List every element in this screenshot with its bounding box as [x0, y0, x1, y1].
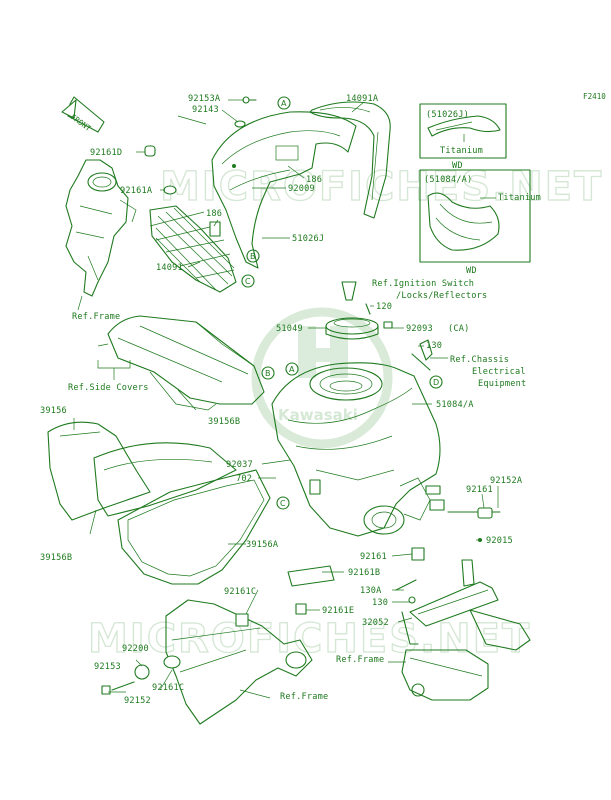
filler-cap-51049: [325, 281, 433, 371]
ref-frame-right: Ref.Frame: [336, 655, 384, 665]
part-14091: 14091: [156, 263, 183, 273]
part-92037: 92037: [226, 460, 253, 470]
part-labels: 92153A 92143 14091A 92161D 186 92161A 92…: [40, 94, 523, 706]
part-92152A: 92152A: [490, 476, 523, 486]
cover-39156: [47, 421, 151, 521]
ref-ignition-2: /Locks/Reflectors: [396, 291, 487, 301]
part-92153: 92153: [94, 662, 121, 672]
marker-c-top: C: [245, 277, 251, 286]
ref-ignition-1: Ref.Ignition Switch: [372, 279, 474, 289]
front-arrow: FRONT: [61, 96, 105, 133]
marker-b-top: B: [250, 252, 256, 261]
marker-a-top: A: [281, 99, 287, 108]
inset-mid-region: WD: [452, 161, 463, 171]
part-39156: 39156: [40, 406, 67, 416]
part-32052: 32052: [362, 618, 389, 628]
part-51084A: 51084/A: [436, 400, 474, 410]
part-39156B-top: 39156B: [208, 417, 240, 427]
ref-frame-left: Ref.Frame: [72, 312, 120, 322]
part-92161A: 92161A: [120, 186, 153, 196]
marker-a-mid: A: [289, 365, 295, 374]
part-51049: 51049: [276, 324, 303, 334]
inset-top-part: (51026J): [426, 110, 469, 120]
part-92161E: 92161E: [322, 606, 354, 616]
part-92161B: 92161B: [348, 568, 380, 578]
diagram-id: F2410: [583, 92, 606, 101]
inset-mid-footer: WD: [466, 266, 477, 276]
inset-mid-material: Titanium: [498, 193, 541, 203]
inset-top-material: Titanium: [440, 146, 483, 156]
part-92153A: 92153A: [188, 94, 221, 104]
inset-mid-part: (51084/A): [424, 175, 472, 185]
part-39156B-bottom: 39156B: [40, 553, 72, 563]
ref-chassis-3: Equipment: [478, 379, 526, 389]
part-92161-right: 92161: [466, 485, 493, 495]
part-14091A: 14091A: [346, 94, 379, 104]
inset-titanium-cover: (51026J) Titanium: [419, 103, 507, 159]
frame-left-drawing: Ref.Frame: [65, 159, 137, 322]
watermark-layer: MICROFICHES.NET MICROFICHES.NET Kawasaki: [87, 163, 603, 662]
reference-labels: Ref.Ignition Switch /Locks/Reflectors Re…: [372, 279, 526, 389]
watermark-top: MICROFICHES.NET: [160, 164, 603, 210]
side-cover-left: Ref.Side Covers: [68, 315, 265, 411]
part-120: 120: [376, 302, 392, 312]
part-92009: 92009: [288, 184, 315, 194]
part-92161D: 92161D: [90, 148, 122, 158]
logo-text: Kawasaki: [278, 406, 358, 424]
part-130A: 130A: [360, 586, 382, 596]
bushings-lower: [101, 565, 335, 695]
bracket-32052: Ref.Frame: [336, 559, 531, 701]
part-92143: 92143: [192, 105, 219, 115]
inset-wd-tank: WD (51084/A) Titanium WD: [419, 161, 541, 276]
cover-39156B: [93, 442, 237, 517]
cover-39156A: [117, 469, 271, 585]
leader-lines: [73, 99, 499, 699]
part-92161C-top: 92161C: [224, 587, 256, 597]
part-92161-mid: 92161: [360, 552, 387, 562]
part-186-mid: 186: [206, 209, 222, 219]
ref-side-covers: Ref.Side Covers: [68, 383, 149, 393]
part-130-bottom: 130: [372, 598, 388, 608]
marker-b-mid: B: [265, 369, 271, 378]
part-92200: 92200: [122, 644, 149, 654]
part-186-top: 186: [306, 175, 322, 185]
part-92161C-bottom: 92161C: [152, 683, 184, 693]
part-702: 702: [236, 474, 252, 484]
top-cover-51026J: [211, 111, 357, 269]
fasteners-top: [144, 96, 257, 195]
kawasaki-logo-watermark: Kawasaki: [251, 307, 393, 449]
trim-14091A: [309, 101, 391, 219]
marker-d: D: [433, 378, 439, 387]
fuel-tank-51084A: [271, 362, 445, 537]
part-92152: 92152: [124, 696, 151, 706]
part-130-top: 130: [426, 341, 442, 351]
marker-c-bottom: C: [280, 499, 286, 508]
ref-frame-bottom: Ref.Frame: [280, 692, 328, 702]
part-92015: 92015: [486, 536, 513, 546]
mesh-14091: [149, 205, 237, 293]
circle-markers: A B C B A D C: [241, 96, 443, 510]
ref-chassis-1: Ref.Chassis: [450, 355, 509, 365]
part-92093: 92093: [406, 324, 433, 334]
fasteners-right: [395, 507, 501, 604]
part-39156A: 39156A: [246, 540, 279, 550]
part-51026J: 51026J: [292, 234, 324, 244]
part-92093-ca: (CA): [448, 324, 470, 334]
ref-chassis-2: Electrical: [472, 367, 526, 377]
